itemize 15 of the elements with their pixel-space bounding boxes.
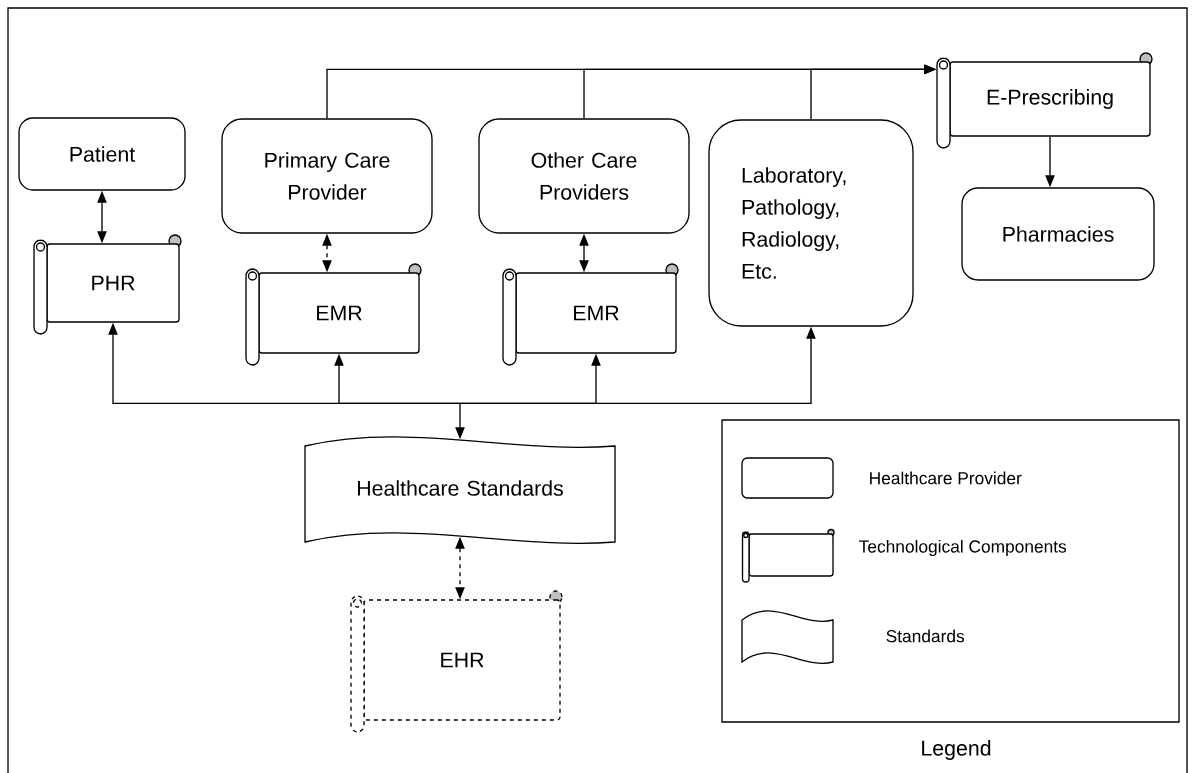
rounded-box: Laboratory, Pathology, Radiology, Etc. — [708, 119, 914, 327]
wave-banner: Healthcare Standards — [304, 436, 616, 544]
legend-title: Legend — [922, 740, 991, 760]
legend-entry: Healthcare Provider — [741, 457, 1022, 499]
scroll-box: EHR — [350, 590, 563, 733]
rounded-box: Patient — [18, 117, 186, 191]
rounded-box: Pharmacies — [961, 187, 1155, 281]
scroll-box: EMR — [502, 263, 679, 366]
rounded-box: Other Care Providers — [478, 118, 690, 234]
rounded-box: Primary Care Provider — [221, 118, 433, 234]
legend-entry: Standards — [741, 610, 965, 664]
scroll-box: PHR — [33, 234, 182, 335]
scroll-box: EMR — [245, 263, 422, 366]
legend-entry: Technological Components — [741, 528, 1067, 583]
scroll-box: E-Prescribing — [936, 52, 1153, 149]
